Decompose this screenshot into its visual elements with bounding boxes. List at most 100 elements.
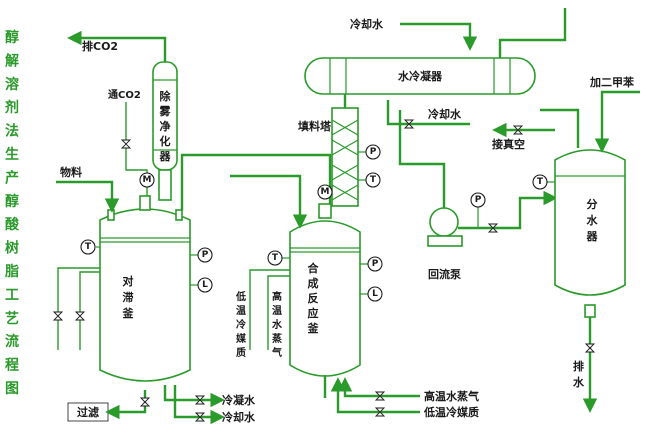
motor-2: M: [317, 184, 333, 200]
condensate-out-label: 冷凝水: [222, 393, 256, 407]
add-xylene-label: 加二甲苯: [589, 75, 635, 89]
alcoholysis-label-2: 滞: [123, 290, 134, 304]
ltm-valve[interactable]: [374, 407, 386, 417]
water-condenser: [304, 57, 536, 95]
pressure-indicator-2: P: [360, 256, 383, 272]
reflux-pump-label: 回流泵: [428, 267, 461, 281]
transfer-pipe: [180, 153, 332, 210]
drain-label-1: 排: [573, 359, 584, 373]
separator-label-1: 分: [587, 197, 598, 211]
left-recirc-line-2: [79, 271, 100, 350]
title-char: 生: [5, 146, 19, 163]
hts-valve[interactable]: [374, 391, 386, 401]
pump-pressure: P: [470, 192, 486, 228]
high-temp-steam-label-5: 气: [271, 346, 282, 359]
motor-1: M: [139, 172, 155, 188]
co2-out-label: 排CO2: [82, 39, 118, 53]
alcoholysis-label-3: 釜: [122, 306, 135, 320]
temp-indicator-tower: T: [358, 172, 381, 188]
svg-text:P: P: [372, 259, 379, 269]
separator-label-3: 器: [586, 230, 599, 243]
pressure-indicator-tower: P: [358, 144, 381, 160]
synthesis-label-4: 应: [308, 306, 319, 320]
separator-top-to-condenser: [540, 108, 580, 148]
title-char: 酸: [5, 216, 20, 233]
packing-tower-label: 填料塔: [298, 119, 332, 133]
level-indicator-1: L: [190, 277, 213, 293]
pump-discharge: [458, 190, 558, 230]
svg-text:T: T: [85, 242, 92, 252]
synthesis-label-3: 反: [308, 291, 319, 305]
svg-text:P: P: [202, 250, 209, 260]
condenser-mid-water: [386, 100, 470, 126]
alcoholysis-label-1: 对: [123, 274, 134, 288]
svg-text:T: T: [272, 253, 279, 263]
feed-line-synthesis: [230, 174, 308, 229]
level-indicator-2: L: [360, 286, 383, 302]
cool-water-top-label: 冷却水: [350, 17, 384, 31]
co2-valve[interactable]: [120, 139, 132, 149]
svg-text:L: L: [372, 289, 378, 299]
reflux-pump: [427, 207, 463, 247]
cool-valve[interactable]: [194, 412, 206, 422]
cooling-water-out-label: 冷却水: [222, 410, 256, 424]
title-char: 产: [5, 169, 19, 186]
high-temp-steam-label-3: 水: [271, 318, 283, 331]
svg-text:T: T: [537, 177, 544, 187]
left-valve-2[interactable]: [74, 311, 86, 321]
temp-indicator-sep: T: [532, 174, 555, 190]
title-char: 法: [5, 123, 19, 140]
bottom-valve[interactable]: [139, 397, 151, 407]
high-temp-steam-label-2: 温: [272, 304, 282, 317]
title-char: 流: [5, 333, 19, 350]
title-char: 树: [5, 240, 19, 257]
drain-valve[interactable]: [584, 343, 596, 353]
title-char: 工: [5, 287, 19, 303]
synthesis-label-5: 釜: [307, 321, 320, 335]
cool-water-top-pipe: [400, 22, 478, 51]
svg-text:M: M: [321, 187, 330, 197]
demister-label-1: 除: [160, 89, 172, 103]
cooling-water-out-pipe: [173, 385, 225, 425]
high-temp-steam-label-4: 蒸: [272, 332, 282, 345]
low-temp-medium-label-4: 媒: [235, 332, 247, 345]
cond-valve[interactable]: [194, 395, 206, 405]
title-char: 脂: [4, 263, 19, 280]
title-char: 醇: [5, 193, 19, 210]
mid-valve[interactable]: [403, 119, 415, 129]
condenser-right-outlet: [498, 8, 567, 58]
low-temp-medium-label-2: 温: [236, 304, 246, 317]
reactor-bottom-to-filter: [105, 390, 147, 420]
vacuum-valve[interactable]: [512, 125, 524, 135]
title-char: 剂: [5, 99, 19, 116]
left-valve-1[interactable]: [52, 311, 64, 321]
svg-text:M: M: [143, 175, 152, 185]
title-char: 溶: [5, 76, 19, 93]
water-condenser-label: 水冷凝器: [398, 69, 443, 83]
low-temp-medium-label-1: 低: [235, 290, 246, 303]
temp-indicator-2: T: [267, 250, 290, 266]
title-char: 图: [5, 381, 19, 397]
high-temp-steam-in-label: 高温水蒸气: [424, 389, 479, 403]
filter-label: 过滤: [77, 405, 99, 419]
svg-text:P: P: [475, 195, 482, 205]
synthesis-label-1: 合: [308, 261, 320, 275]
drain-label-2: 水: [573, 375, 585, 389]
xylene-feed: [594, 90, 640, 153]
temp-indicator-1: T: [80, 239, 100, 255]
pump-valve[interactable]: [487, 223, 499, 233]
water-separator: [554, 149, 626, 318]
synthesis-reactor: [289, 203, 361, 377]
title-char: 程: [5, 358, 19, 374]
condensate-out-pipe: [163, 385, 225, 408]
low-temp-medium-in-label: 低温冷媒质: [423, 405, 479, 419]
left-recirc-line-1: [57, 267, 100, 350]
low-temp-medium-label-3: 冷: [236, 318, 246, 331]
separator-label-2: 水: [587, 213, 599, 227]
packing-tower: [331, 107, 359, 207]
high-temp-line: [267, 275, 290, 350]
svg-text:L: L: [202, 280, 208, 290]
pump-suction: [398, 110, 446, 208]
